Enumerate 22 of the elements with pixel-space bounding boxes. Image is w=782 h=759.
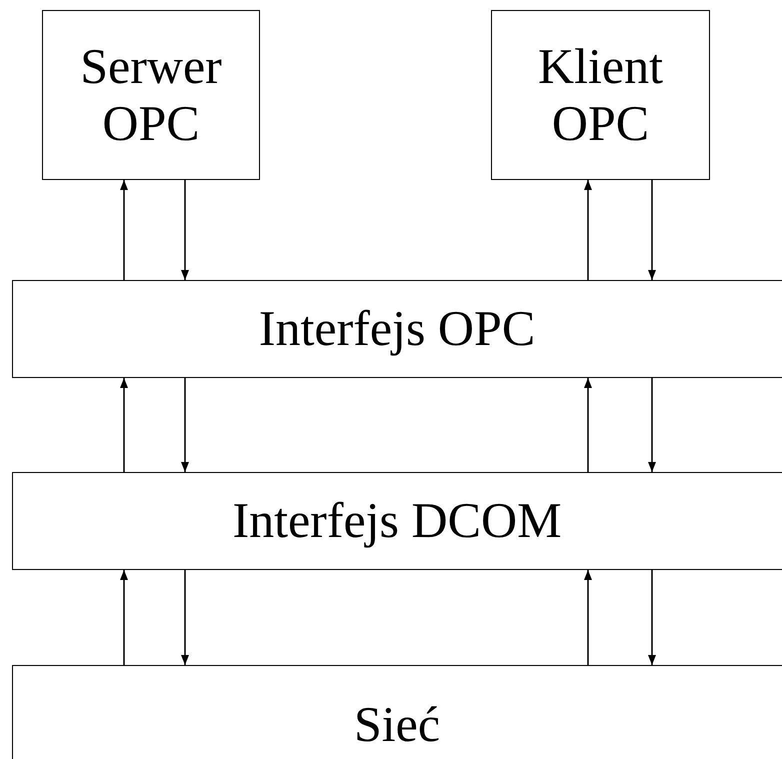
layer-box (12, 665, 782, 759)
box-label: Interfejs DCOM (232, 492, 562, 550)
layer-box (491, 10, 710, 180)
arrow (181, 180, 189, 280)
arrow (584, 180, 592, 280)
box-label: Interfejs OPC (258, 300, 536, 358)
arrow (584, 570, 592, 665)
layer-box (12, 472, 782, 570)
arrow (120, 378, 128, 472)
arrow (181, 378, 189, 472)
arrow (120, 570, 128, 665)
layer-box (12, 280, 782, 378)
arrow (181, 570, 189, 665)
box-label: Serwer OPC (79, 38, 223, 152)
arrow (648, 180, 656, 280)
arrow (648, 378, 656, 472)
layer-box (42, 10, 260, 180)
arrow (120, 180, 128, 280)
box-label: Sieć (354, 696, 440, 754)
box-label: Klient OPC (537, 38, 664, 152)
arrow (584, 378, 592, 472)
arrow (648, 570, 656, 665)
